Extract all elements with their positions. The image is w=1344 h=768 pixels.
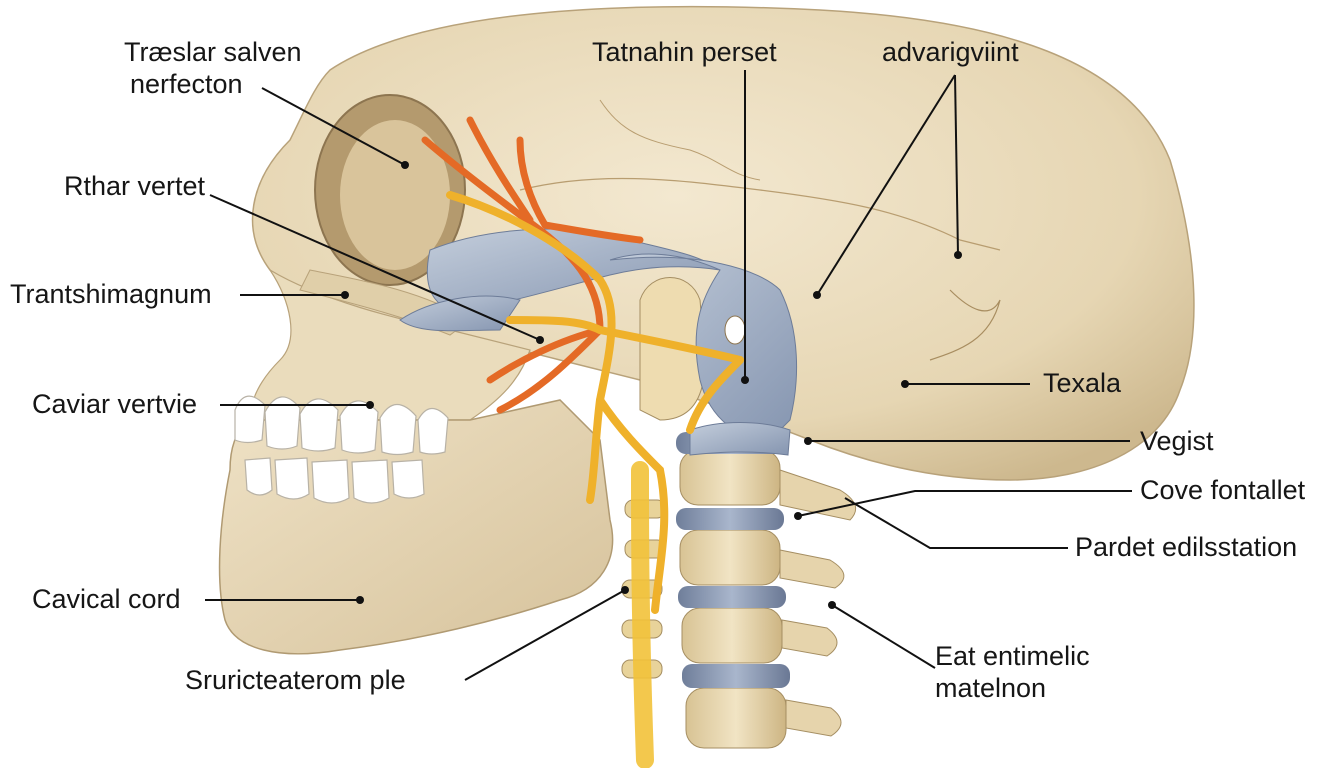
cranial-suture-3 bbox=[929, 289, 1001, 361]
label-cove: Cove fontallet bbox=[1140, 475, 1306, 505]
lower-teeth bbox=[244, 457, 425, 504]
label-rthar: Rthar vertet bbox=[64, 171, 206, 201]
label-eat-line1: Eat entimelic bbox=[935, 641, 1090, 671]
upper-teeth bbox=[234, 395, 449, 456]
cranial-suture bbox=[519, 177, 1001, 251]
label-vegist: Vegist bbox=[1140, 426, 1214, 456]
label-eat: Eat entimelic matelnon bbox=[935, 640, 1090, 704]
leader-dots bbox=[341, 161, 962, 609]
foramen bbox=[724, 315, 746, 345]
label-texala: Texala bbox=[1043, 368, 1122, 398]
leader-lines bbox=[205, 70, 1132, 681]
label-tatnahin: Tatnahin perset bbox=[592, 37, 777, 67]
label-advar: advarigviint bbox=[882, 37, 1019, 67]
spinous-processes bbox=[779, 469, 857, 737]
nerves-yellow bbox=[446, 191, 744, 614]
label-cavical: Cavical cord bbox=[32, 584, 181, 614]
cervical-vertebrae bbox=[679, 449, 787, 749]
label-pardet: Pardet edilsstation bbox=[1075, 532, 1298, 562]
cranial-suture-2 bbox=[599, 99, 761, 181]
label-top-left-line2: nerfecton bbox=[130, 69, 243, 99]
label-eat-line2: matelnon bbox=[935, 673, 1047, 703]
label-sruric: Sruricteaterom ple bbox=[185, 665, 406, 695]
eye-orbit-inner bbox=[340, 120, 450, 270]
maxilla bbox=[249, 269, 531, 421]
label-trantshi: Trantshimagnum bbox=[10, 279, 212, 309]
ligaments bbox=[399, 228, 798, 456]
label-caviar: Caviar vertvie bbox=[32, 389, 198, 419]
label-top-left-line1: Træslar salven bbox=[124, 37, 302, 67]
spinal-cord bbox=[631, 461, 654, 768]
label-top-left: Træslar salven nerfecton bbox=[124, 36, 302, 100]
